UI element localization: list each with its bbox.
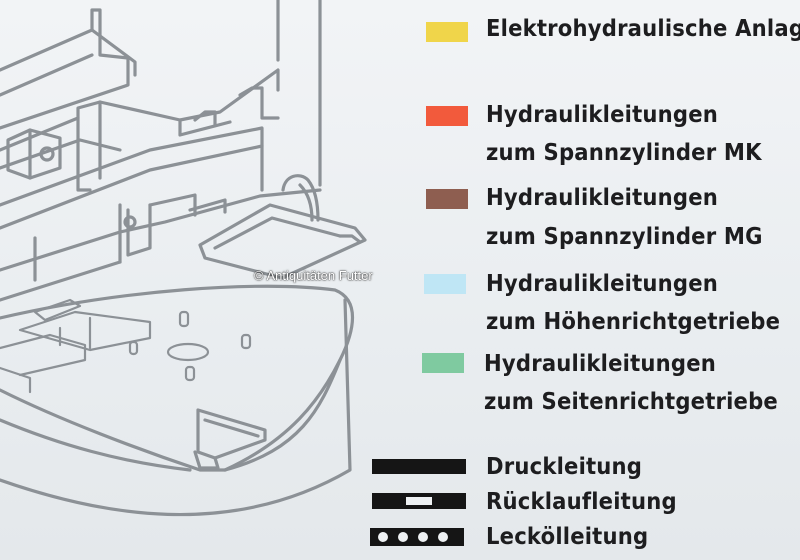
legend-label-leckoelleitung: Leckölleitung [486,524,649,550]
slotted-line-icon [372,493,466,509]
bottom-bracket [193,408,267,470]
legend-swatch-hoehen [424,274,466,294]
upper-frame [0,8,280,230]
clamp-arm [198,203,367,280]
legend-label-electro: Elektrohydraulische Anlage [486,16,800,42]
copyright-watermark: © Antiquitäten Futter [254,268,373,283]
bolt-block [6,128,62,180]
mast [276,0,322,187]
legend-label-ruecklaufleitung: Rücklaufleitung [486,489,677,515]
legend-label-seiten-line2: zum Seitenrichtgetriebe [484,389,778,415]
legend-label-hoehen-line1: Hydraulikleitungen [486,271,718,297]
turntable [0,284,355,517]
legend-label-mk-line2: zum Spannzylinder MK [486,140,762,166]
legend-swatch-seiten [422,353,464,373]
legend-label-seiten-line1: Hydraulikleitungen [484,351,716,377]
legend-swatch-mk [426,106,468,126]
solid-line-icon [372,459,466,474]
dotted-line-icon [370,528,464,546]
lower-frame [0,188,322,302]
legend-label-hoehen-line2: zum Höhenrichtgetriebe [486,309,781,335]
legend-label-mk-line1: Hydraulikleitungen [486,102,718,128]
legend-swatch-mg [426,189,468,209]
platform-details [0,298,252,394]
legend-label-mg-line1: Hydraulikleitungen [486,185,718,211]
legend-label-druckleitung: Druckleitung [486,454,643,480]
legend-label-mg-line2: zum Spannzylinder MG [486,224,763,250]
legend-swatch-electro [426,22,468,42]
